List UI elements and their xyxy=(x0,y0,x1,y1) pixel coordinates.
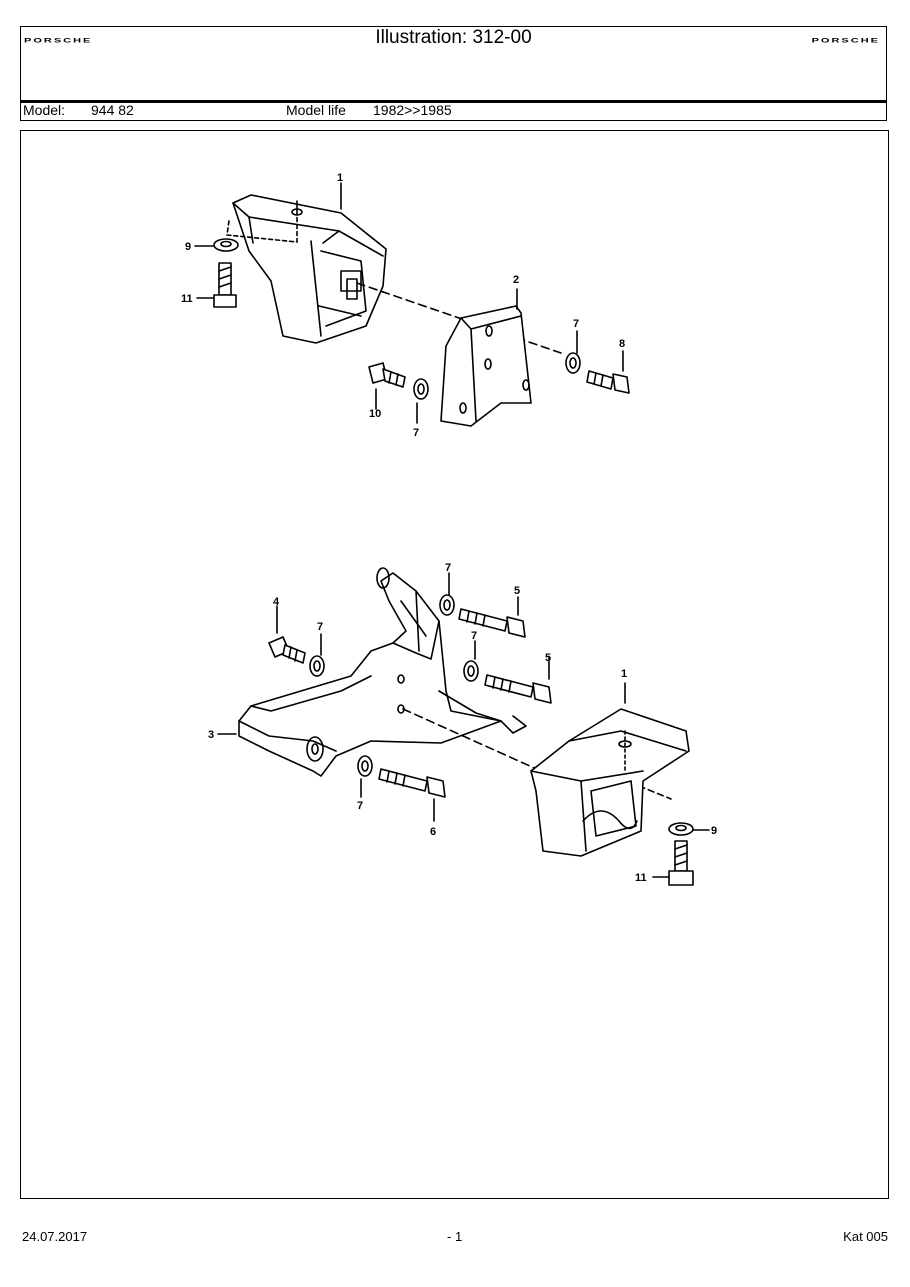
washer-7-upper xyxy=(439,594,455,616)
callout-2: 2 xyxy=(513,274,519,286)
washer-7-left xyxy=(309,655,325,677)
callout-9-top: 9 xyxy=(185,241,191,253)
callout-7-bottom: 7 xyxy=(357,800,363,812)
bolt-11-top xyxy=(213,262,237,308)
footer-date: 24.07.2017 xyxy=(22,1229,88,1244)
bolt-6 xyxy=(378,768,446,798)
callout-4: 4 xyxy=(273,596,280,608)
callout-10: 10 xyxy=(369,408,381,420)
callout-7-lower-top: 7 xyxy=(413,427,419,439)
parts-diagram: 1 2 7 8 9 10 7 11 7 5 4 7 7 5 1 3 9 7 6 … xyxy=(181,172,717,886)
callout-labels: 1 2 7 8 9 10 7 11 7 5 4 7 7 5 1 3 9 7 6 … xyxy=(181,172,717,884)
engine-mount-bottom xyxy=(530,708,690,857)
callout-7-middle: 7 xyxy=(471,630,477,642)
model-value: 944 82 xyxy=(91,102,134,118)
callout-3: 3 xyxy=(208,729,214,741)
callout-8: 8 xyxy=(619,338,625,350)
bolt-10 xyxy=(368,362,406,388)
cross-member xyxy=(238,567,527,777)
bolt-5-lower xyxy=(484,674,552,704)
footer-catalog: Kat 005 xyxy=(843,1229,888,1244)
bracket-top xyxy=(440,305,532,427)
bolt-5-upper xyxy=(458,608,526,638)
alignment-line-top xyxy=(356,282,562,354)
callout-11-bottom: 11 xyxy=(635,872,647,884)
callout-7-left: 7 xyxy=(317,621,323,633)
washer-9-bottom xyxy=(668,822,694,836)
washer-7-right-top xyxy=(565,352,581,374)
washer-7-bottom xyxy=(357,755,373,777)
washer-7-lower-top xyxy=(413,378,429,400)
washer-9-top xyxy=(213,238,239,252)
model-label: Model: xyxy=(23,102,66,118)
callout-7-upper: 7 xyxy=(445,562,451,574)
callout-7-right-top: 7 xyxy=(573,318,579,330)
footer-page-number: - 1 xyxy=(447,1229,463,1244)
callout-5-lower: 5 xyxy=(545,652,551,664)
model-life-value: 1982>>1985 xyxy=(373,102,452,118)
illustration-title: Illustration: 312-00 xyxy=(375,27,532,48)
bolt-8 xyxy=(586,370,630,394)
illustration-frame: 1 2 7 8 9 10 7 11 7 5 4 7 7 5 1 3 9 7 6 … xyxy=(20,130,889,1199)
callout-5-upper: 5 xyxy=(514,585,520,597)
callout-1-top: 1 xyxy=(337,172,343,184)
bottom-assembly xyxy=(217,567,710,886)
porsche-logo-right: PORSCHE xyxy=(811,37,880,45)
model-life-label: Model life xyxy=(286,102,346,118)
bolt-11-bottom xyxy=(668,840,694,886)
top-assembly xyxy=(194,182,630,427)
bolt-4 xyxy=(268,636,306,664)
alignment-line-bottom xyxy=(402,708,542,772)
callout-1-bottom: 1 xyxy=(621,668,627,680)
washer-7-middle xyxy=(463,660,479,682)
callout-6: 6 xyxy=(430,826,436,838)
header-divider xyxy=(21,100,886,103)
porsche-logo-left: PORSCHE xyxy=(24,37,93,45)
engine-mount-top xyxy=(226,194,387,344)
callout-9-bottom: 9 xyxy=(711,825,717,837)
page-header: PORSCHE Illustration: 312-00 PORSCHE Mod… xyxy=(20,26,887,121)
callout-11-top: 11 xyxy=(181,293,193,305)
